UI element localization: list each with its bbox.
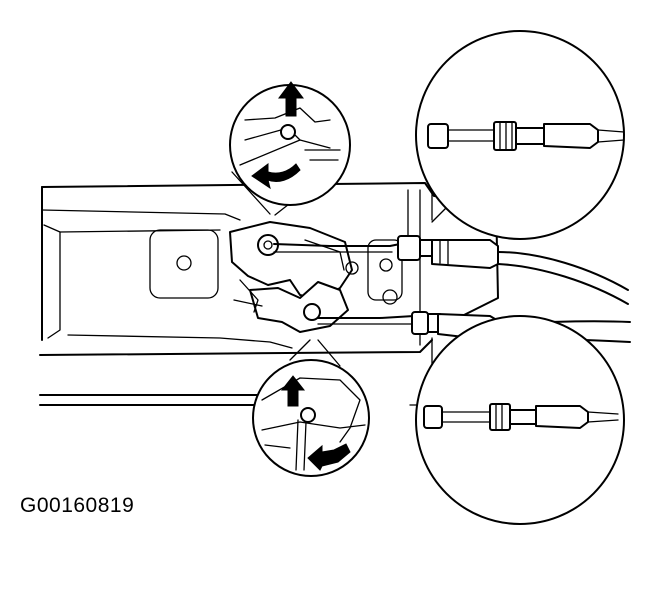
panel-openings [149, 229, 403, 305]
detail-circle-upper-cable [415, 30, 625, 240]
upper-cable [273, 235, 629, 305]
diagonal-arrow-icon [307, 443, 351, 471]
detail-circle-lower-cable [415, 315, 625, 525]
door-lock-assembly [229, 221, 359, 333]
figure-code: G00160819 [20, 494, 135, 517]
up-arrow-icon [278, 81, 304, 117]
up-arrow-icon [280, 375, 306, 407]
curved-arrow-icon [251, 163, 301, 190]
